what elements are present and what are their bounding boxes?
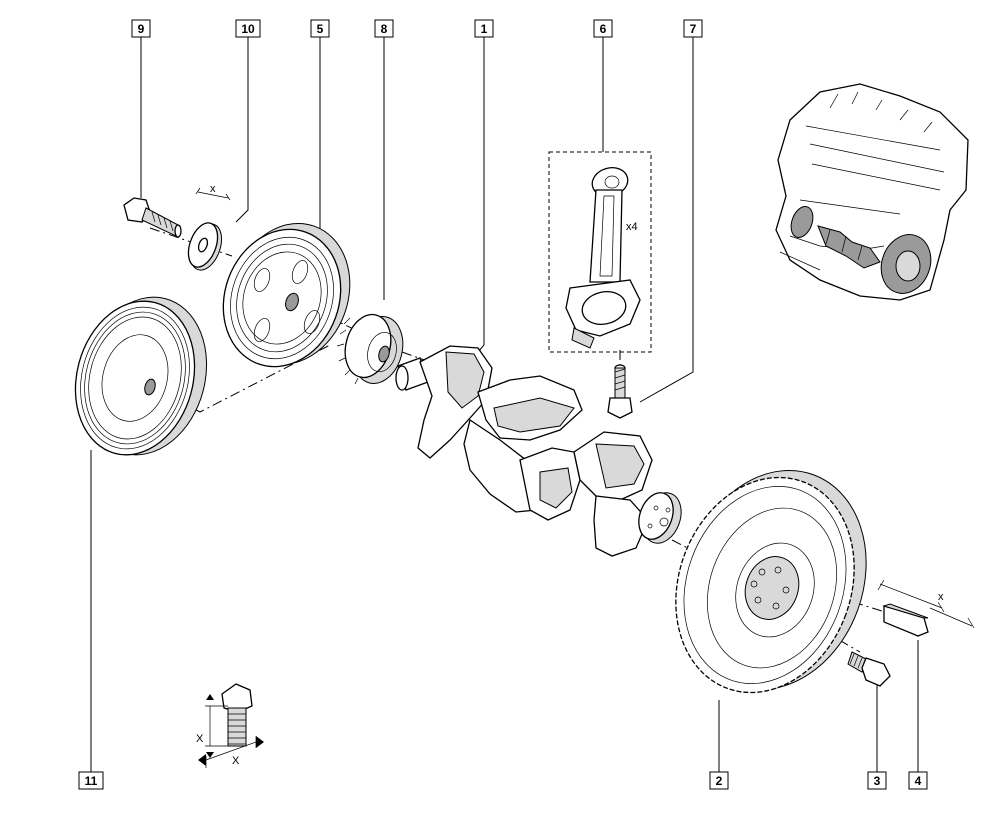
callout-5-box bbox=[310, 19, 330, 38]
callout-11: 11 bbox=[78, 771, 104, 790]
callout-10-label: 10 bbox=[241, 22, 255, 36]
flywheel-bolt bbox=[847, 651, 891, 687]
callout-4-box bbox=[908, 771, 928, 790]
callout-5: 5 bbox=[310, 19, 330, 38]
bolt-dimension-detail: X X bbox=[196, 683, 264, 768]
rod-quantity-label: x4 bbox=[626, 221, 638, 233]
callout-3-box bbox=[867, 771, 887, 790]
callout-9-box bbox=[131, 19, 151, 38]
callout-7-label: 7 bbox=[690, 22, 697, 36]
pulley-washer bbox=[187, 187, 231, 271]
callout-3-label: 3 bbox=[874, 774, 881, 788]
callout-6-label: 6 bbox=[600, 22, 607, 36]
woodruff-key: x bbox=[877, 579, 975, 637]
callout-8-box bbox=[374, 19, 394, 38]
callout-5-label: 5 bbox=[317, 22, 324, 36]
callout-1: 1 bbox=[474, 19, 494, 38]
timing-sprocket bbox=[336, 313, 404, 385]
callout-11-box bbox=[78, 771, 104, 790]
callout-10: 10 bbox=[235, 19, 261, 38]
pulley-bolt bbox=[123, 197, 182, 238]
callout-2-box bbox=[709, 771, 729, 790]
callout-4: 4 bbox=[908, 771, 928, 790]
leader-lines bbox=[90, 37, 919, 772]
connecting-rod-group: x4 bbox=[548, 151, 652, 353]
connecting-rod-bracket bbox=[548, 151, 652, 353]
callout-2: 2 bbox=[709, 771, 729, 790]
engine-overview-thumbnail bbox=[775, 83, 969, 301]
callout-7: 7 bbox=[683, 19, 703, 38]
washer-dim-label: x bbox=[210, 183, 216, 195]
bolt-dim-vertical-label: X bbox=[196, 733, 204, 745]
crankshaft bbox=[395, 345, 682, 557]
callout-7-box bbox=[683, 19, 703, 38]
crankshaft-pulley bbox=[222, 222, 351, 368]
callout-1-box bbox=[474, 19, 494, 38]
callout-6: 6 bbox=[593, 19, 613, 38]
callout-10-box bbox=[235, 19, 261, 38]
callout-4-label: 4 bbox=[915, 774, 922, 788]
callout-9: 9 bbox=[131, 19, 151, 38]
callout-11-label: 11 bbox=[85, 774, 98, 788]
callout-3: 3 bbox=[867, 771, 887, 790]
callout-1-label: 1 bbox=[481, 22, 488, 36]
flywheel bbox=[675, 470, 867, 694]
bolt-dim-horizontal-label: X bbox=[232, 755, 240, 767]
connecting-rod-bolt bbox=[607, 364, 633, 419]
damper-pulley bbox=[74, 296, 208, 456]
callout-2-label: 2 bbox=[716, 774, 723, 788]
key-dim-label: x bbox=[938, 591, 944, 603]
callout-6-box bbox=[593, 19, 613, 38]
callout-8-label: 8 bbox=[381, 22, 388, 36]
callout-9-label: 9 bbox=[138, 22, 145, 36]
callout-8: 8 bbox=[374, 19, 394, 38]
